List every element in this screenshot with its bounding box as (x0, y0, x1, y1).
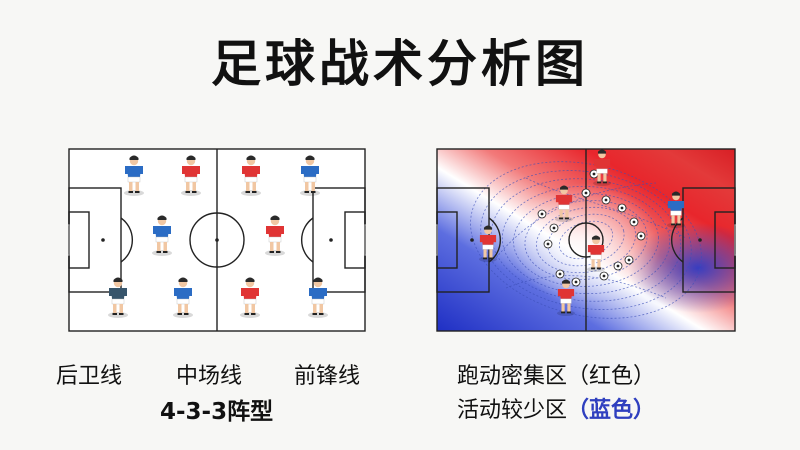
ball-icon (613, 261, 623, 271)
ball-icon (601, 195, 611, 205)
player-figure (241, 155, 261, 196)
formation-label: 4-3-3阵型 (160, 399, 274, 425)
label-defense-line: 后卫线 (56, 364, 123, 389)
player-figure (265, 215, 285, 256)
player-figure (587, 235, 605, 272)
caption-dense-area: 跑动密集区（红色） (457, 364, 656, 389)
player-figure (124, 155, 144, 196)
ball-icon (629, 217, 639, 227)
ball-icon (555, 269, 565, 279)
ball-icon (624, 255, 634, 265)
player-figure (479, 225, 497, 262)
player-figure (108, 277, 128, 318)
player-figure (152, 215, 172, 256)
page-title: 足球战术分析图 (211, 35, 589, 93)
ball-icon (581, 188, 591, 198)
player-figure (593, 149, 611, 186)
player-figure (173, 277, 193, 318)
caption-sparse-highlight: （蓝色） (567, 398, 656, 423)
player-figure (557, 279, 575, 316)
ball-icon (543, 239, 553, 249)
label-midfield-line: 中场线 (176, 364, 243, 389)
player-figure (181, 155, 201, 196)
ball-icon (549, 223, 559, 233)
ball-icon (617, 203, 627, 213)
player-figure (240, 277, 260, 318)
caption-sparse-area: 活动较少区（蓝色） (457, 392, 655, 424)
ball-icon (636, 231, 646, 241)
heatmap-pitch (436, 148, 736, 332)
player-figure (555, 185, 573, 222)
ball-icon (571, 277, 581, 287)
label-forward-line: 前锋线 (294, 364, 361, 389)
player-figure (308, 277, 328, 318)
formation-pitch (68, 148, 366, 332)
player-figure (667, 191, 685, 228)
caption-sparse-prefix: 活动较少区 (457, 398, 568, 423)
ball-icon (537, 209, 547, 219)
player-figure (300, 155, 320, 196)
ball-icon (599, 271, 609, 281)
